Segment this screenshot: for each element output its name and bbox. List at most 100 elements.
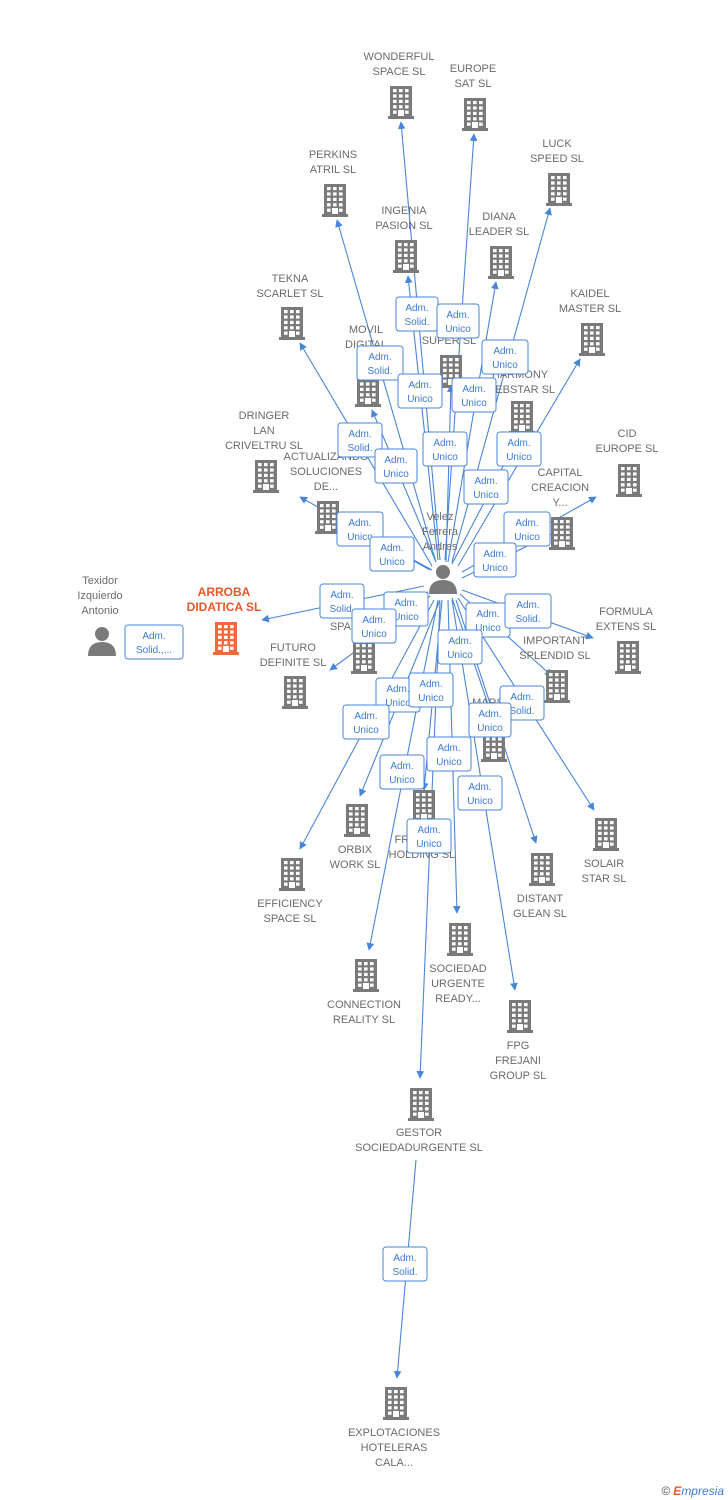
role-tag-t3[interactable]: Adm.Solid. — [356, 345, 404, 381]
role-tag-t20[interactable]: Adm.Solid. — [504, 593, 552, 629]
role-tag-text: Adm.Solid. — [367, 352, 392, 377]
role-tag-line: Unico — [447, 650, 473, 661]
role-tag-t28[interactable]: Adm.Unico — [379, 754, 425, 790]
role-tag-t29[interactable]: Adm.Unico — [457, 775, 503, 811]
person-icon-texidor[interactable] — [88, 627, 116, 656]
role-tag-t32[interactable]: Adm.Solid. — [382, 1246, 428, 1282]
building-icon-formula[interactable] — [615, 641, 641, 674]
building-icon-harmony[interactable] — [509, 401, 535, 434]
role-tag-text: Adm.Unico — [473, 476, 499, 501]
building-icon-distant[interactable] — [529, 853, 555, 886]
role-tag-t30[interactable]: Adm.Unico — [406, 818, 452, 854]
building-icon-arroba[interactable] — [213, 622, 239, 655]
role-tag-line: Solid. — [404, 317, 429, 328]
role-tag-box — [351, 608, 397, 644]
role-tag-line: Unico — [477, 723, 503, 734]
person-label-texidor-line: Texidor — [82, 575, 118, 587]
role-tag-text: Adm.Unico — [393, 598, 419, 623]
role-tag-t18[interactable]: Adm.Unico — [351, 608, 397, 644]
building-icon-diana[interactable] — [488, 246, 514, 279]
person-icon-center[interactable] — [429, 565, 457, 594]
edge-9 — [445, 384, 455, 563]
building-icon-explotaciones[interactable] — [383, 1387, 409, 1420]
building-icon-ingenia[interactable] — [393, 240, 419, 273]
role-tag-line: Unico — [379, 557, 405, 568]
role-tag-t26[interactable]: Adm.Unico — [468, 702, 512, 738]
role-tag-text: Adm.Unico — [353, 711, 379, 736]
role-tag-t2[interactable]: Adm.Unico — [436, 303, 480, 339]
role-tag-t19[interactable]: Adm.Unico — [465, 602, 511, 638]
role-tag-t10[interactable]: Adm.Unico — [374, 448, 418, 484]
role-tag-t9[interactable]: Adm.Unico — [496, 431, 542, 467]
role-tag-text: Adm.Solid. — [347, 429, 372, 454]
company-label-luckspeed-line: LUCK — [542, 138, 572, 150]
role-tag-t11[interactable]: Adm.Unico — [463, 469, 509, 505]
building-icon-connection[interactable] — [353, 959, 379, 992]
company-label-distant-line: DISTANT — [517, 893, 564, 905]
role-tag-t14[interactable]: Adm.Unico — [369, 536, 415, 572]
role-tag-t5[interactable]: Adm.Unico — [397, 373, 443, 409]
company-label-perkins-line: PERKINS — [309, 149, 357, 161]
role-tag-t23[interactable]: Adm.Unico — [408, 672, 454, 708]
role-tag-line: Unico — [393, 612, 419, 623]
building-icon-solair[interactable] — [593, 818, 619, 851]
role-tag-t31[interactable]: Adm.Solid.,... — [124, 624, 184, 660]
role-tag-line: Unico — [432, 452, 458, 463]
role-tag-t8[interactable]: Adm.Unico — [422, 431, 468, 467]
building-icon-actualizando[interactable] — [315, 501, 341, 534]
role-tag-t4[interactable]: Adm.Unico — [481, 339, 529, 375]
company-label-importante-line: IMPORTANT — [523, 635, 587, 647]
building-icon-cideurope[interactable] — [616, 464, 642, 497]
role-tag-t6[interactable]: Adm.Unico — [451, 377, 497, 413]
building-icon-spa[interactable] — [351, 641, 377, 674]
building-icon-wonderful[interactable] — [388, 86, 414, 119]
building-icon-sociedad[interactable] — [447, 923, 473, 956]
brand-footer[interactable]: ©Empresia — [661, 1484, 724, 1498]
building-icon-freedom[interactable] — [411, 790, 437, 823]
building-icon-orbix[interactable] — [344, 804, 370, 837]
company-label-futuro-line: FUTURO — [270, 642, 316, 654]
role-tag-text: Adm.Solid. — [329, 590, 354, 615]
role-tag-t21[interactable]: Adm.Unico — [437, 629, 483, 665]
edge-8 — [371, 409, 437, 563]
building-icon-tekna[interactable] — [279, 307, 305, 340]
building-icon-importante[interactable] — [544, 670, 570, 703]
building-icon-luckspeed[interactable] — [546, 173, 572, 206]
role-tag-line: Adm. — [462, 384, 485, 395]
building-icon-capital[interactable] — [549, 517, 575, 550]
role-tag-t16[interactable]: Adm.Unico — [473, 542, 517, 578]
role-tag-t13[interactable]: Adm.Unico — [503, 511, 551, 547]
company-label-orbix-line: WORK SL — [330, 859, 381, 871]
building-icon-futuro[interactable] — [282, 676, 308, 709]
role-tag-line: Adm. — [368, 352, 391, 363]
role-tag-t1[interactable]: Adm.Solid. — [395, 296, 439, 332]
role-tag-t25[interactable]: Adm.Unico — [342, 704, 390, 740]
role-tag-line: Adm. — [516, 600, 539, 611]
role-tag-text: Adm.Unico — [383, 455, 409, 480]
company-label-europesat-line: SAT SL — [455, 78, 492, 90]
building-icon-dringer[interactable] — [253, 460, 279, 493]
role-tag-box — [426, 736, 472, 772]
building-icon-gestor[interactable] — [408, 1088, 434, 1121]
building-icon-efficiency[interactable] — [279, 858, 305, 891]
company-label-sociedad-line: READY... — [435, 993, 481, 1005]
role-tag-line: Adm. — [362, 615, 385, 626]
role-tag-t27[interactable]: Adm.Unico — [426, 736, 472, 772]
role-tag-text: Adm.Solid.,... — [136, 631, 172, 656]
role-tag-t7[interactable]: Adm.Solid. — [337, 422, 383, 458]
building-icon-kaidel[interactable] — [579, 323, 605, 356]
company-label-dringer-line: DRINGER — [239, 410, 290, 422]
building-icon-fpg[interactable] — [507, 1000, 533, 1033]
role-tag-line: Unico — [445, 324, 471, 335]
company-label-gestor-line: GESTOR — [396, 1127, 442, 1139]
building-icon-perkins[interactable] — [322, 184, 348, 217]
role-tag-line: Unico — [353, 725, 379, 736]
company-label-dringer-line: LAN — [253, 425, 274, 437]
building-icon-europesat[interactable] — [462, 98, 488, 131]
role-tag-text: Adm.Unico — [389, 761, 415, 786]
